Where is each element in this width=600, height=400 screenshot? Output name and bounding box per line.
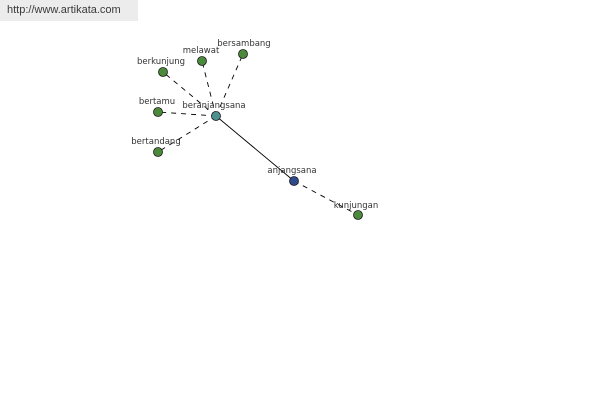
nodes-layer	[153, 49, 363, 220]
node-bertamu[interactable]	[153, 107, 163, 117]
edge-beranjangsana-bersambang	[215, 53, 244, 117]
edge-beranjangsana-berkunjung	[162, 71, 217, 117]
edge-beranjangsana-anjangsana	[215, 115, 295, 182]
labels-layer: beranjangsana anjangsana kunjungan bersamba…	[131, 39, 378, 211]
node-beranjangsana[interactable]	[211, 111, 221, 121]
node-label-bertandang: bertandang	[131, 137, 180, 147]
site-watermark: http://www.artikata.com	[0, 0, 138, 21]
node-anjangsana[interactable]	[289, 176, 299, 186]
node-kunjungan[interactable]	[353, 210, 363, 220]
edges-layer	[157, 53, 359, 216]
node-bersambang[interactable]	[238, 49, 248, 59]
node-label-berkunjung: berkunjung	[137, 57, 185, 67]
node-label-melawat: melawat	[183, 46, 220, 56]
node-melawat[interactable]	[197, 56, 207, 66]
edge-beranjangsana-bertandang	[157, 115, 217, 153]
node-label-bertamu: bertamu	[139, 97, 175, 107]
node-label-bersambang: bersambang	[217, 39, 270, 49]
node-label-beranjangsana: beranjangsana	[182, 101, 245, 111]
node-label-anjangsana: anjangsana	[267, 166, 316, 176]
edge-anjangsana-kunjungan	[293, 180, 359, 216]
edge-beranjangsana-bertamu	[157, 111, 217, 117]
node-label-kunjungan: kunjungan	[334, 201, 379, 211]
node-bertandang[interactable]	[153, 147, 163, 157]
node-berkunjung[interactable]	[158, 67, 168, 77]
